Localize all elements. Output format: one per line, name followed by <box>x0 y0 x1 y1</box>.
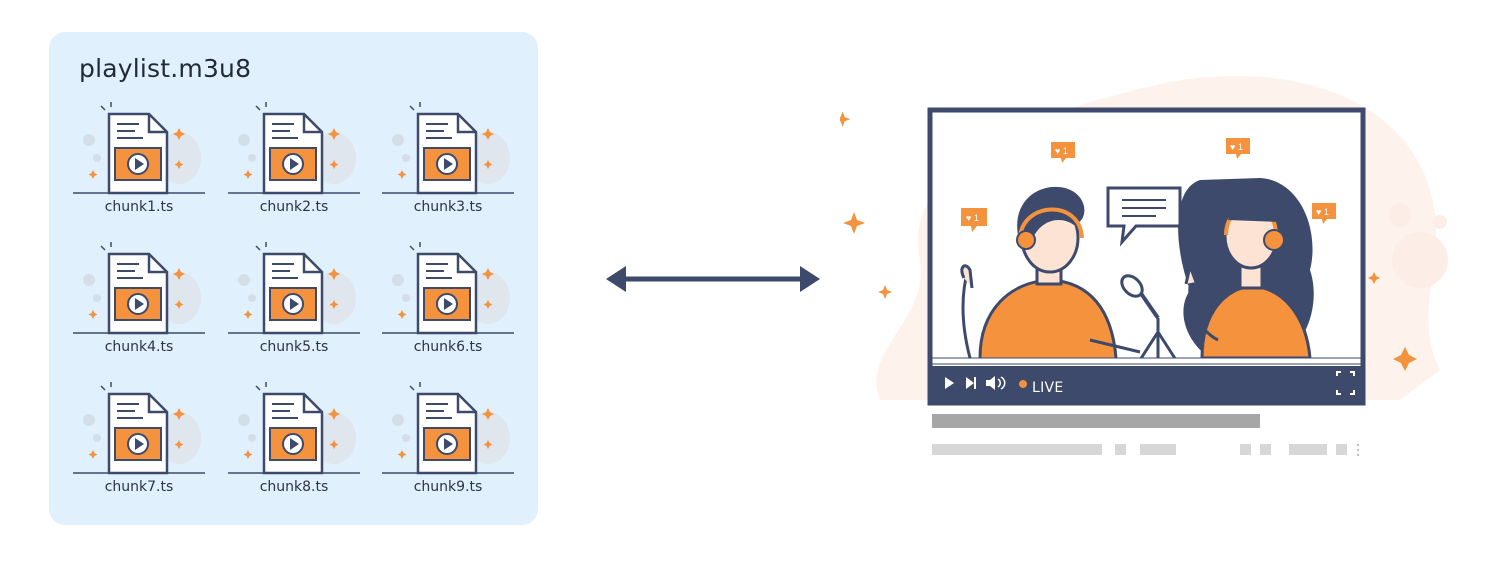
live-label: LIVE <box>1032 380 1064 396</box>
chunk-label: chunk1.ts <box>104 199 174 215</box>
video-file-icon <box>228 102 360 195</box>
video-file-icon <box>73 102 205 195</box>
svg-text:♥ 1: ♥ 1 <box>1230 142 1243 152</box>
skip-next-icon <box>966 377 974 389</box>
play-icon <box>945 377 954 389</box>
video-file-icon <box>382 242 514 335</box>
live-stream-player: ♥ 1 ♥ 1 ♥ 1 ♥ 1 <box>840 75 1448 457</box>
video-file-icon <box>228 382 360 475</box>
chunk-label: chunk7.ts <box>104 479 174 495</box>
chunk-file: chunk1.ts <box>69 100 209 220</box>
chunk-label: chunk5.ts <box>259 339 329 355</box>
chunk-label: chunk4.ts <box>104 339 174 355</box>
fullscreen-icon <box>1336 371 1355 395</box>
chunk-label: chunk8.ts <box>259 479 329 495</box>
like-badge-icon <box>961 138 1336 232</box>
video-file-icon <box>382 382 514 475</box>
live-indicator-dot <box>1019 380 1027 388</box>
chunk-label: chunk2.ts <box>259 199 329 215</box>
chunk-file: chunk7.ts <box>69 380 209 500</box>
playlist-title: playlist.m3u8 <box>79 54 252 83</box>
chat-bubble-icon <box>1106 186 1182 247</box>
svg-text:♥ 1: ♥ 1 <box>966 213 979 223</box>
chunk-label: chunk6.ts <box>413 339 483 355</box>
video-file-icon <box>73 242 205 335</box>
chunk-file: chunk8.ts <box>224 380 364 500</box>
bidirectional-arrow-icon <box>606 266 820 292</box>
volume-icon <box>986 376 995 390</box>
sparkle-icon <box>840 111 1417 371</box>
video-file-icon <box>382 102 514 195</box>
player-control-bar <box>932 366 1361 401</box>
podcast-hosts-illustration: ♥ 1 ♥ 1 ♥ 1 ♥ 1 <box>960 138 1336 361</box>
chunk-file: chunk4.ts <box>69 240 209 360</box>
chunk-file: chunk5.ts <box>224 240 364 360</box>
video-file-icon <box>73 382 205 475</box>
microphone-icon <box>1120 274 1178 361</box>
svg-text:♥ 1: ♥ 1 <box>1316 207 1329 217</box>
chunk-label: chunk9.ts <box>413 479 483 495</box>
chunk-file: chunk6.ts <box>378 240 518 360</box>
chunk-file: chunk3.ts <box>378 100 518 220</box>
video-file-icon <box>228 242 360 335</box>
chunk-label: chunk3.ts <box>413 199 483 215</box>
chunk-file: chunk2.ts <box>224 100 364 220</box>
chunk-file: chunk9.ts <box>378 380 518 500</box>
svg-text:♥ 1: ♥ 1 <box>1055 146 1068 156</box>
video-meta-placeholder <box>932 414 1360 457</box>
